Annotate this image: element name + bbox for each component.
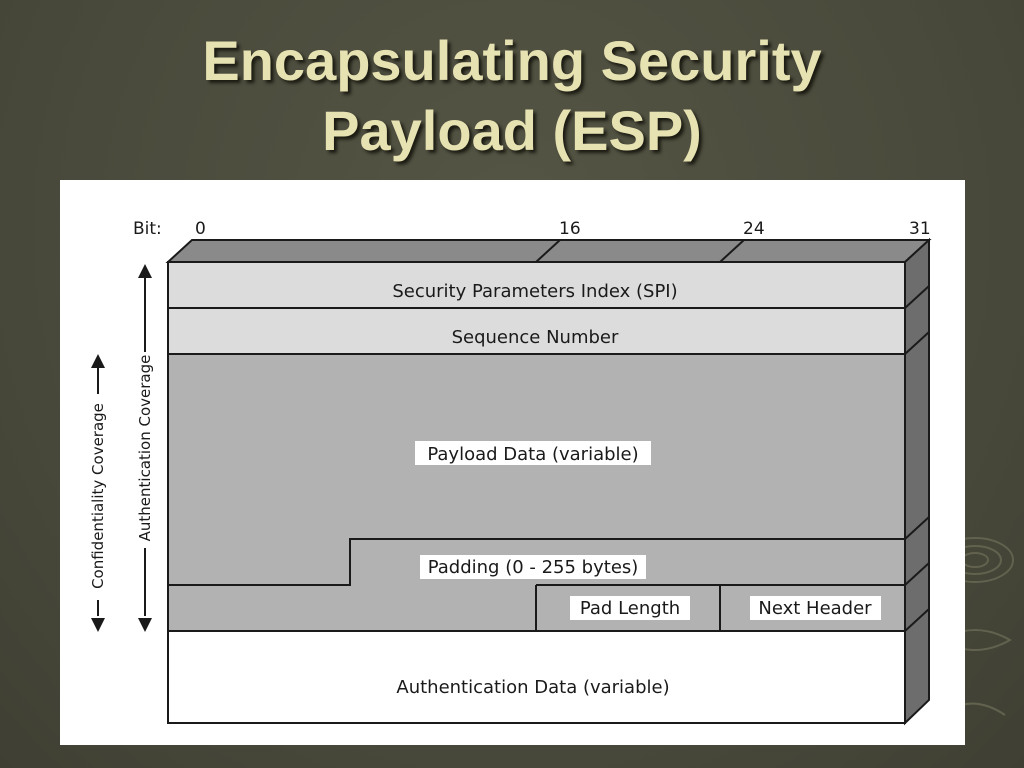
slide-title-line2: Payload (ESP)	[322, 99, 702, 162]
top-face-divider-16	[535, 239, 561, 263]
esp-diagram-panel: Bit: 0 16 24 31 Security Parameters Inde…	[60, 180, 965, 745]
confidentiality-coverage-arrow	[91, 354, 105, 632]
bit-tick-24: 24	[743, 219, 765, 239]
bit-tick-16: 16	[559, 219, 581, 239]
label-pad-length: Pad Length	[580, 598, 680, 619]
field-sequence-number	[167, 307, 906, 355]
label-box-payload	[415, 441, 651, 465]
authentication-coverage-arrow	[138, 264, 152, 632]
side-face-separators	[904, 285, 930, 632]
esp-packet-diagram: Bit: 0 16 24 31 Security Parameters Inde…	[89, 219, 932, 726]
payload-padding-boundary	[168, 538, 905, 586]
label-next-header: Next Header	[758, 598, 872, 619]
field-authentication-data	[167, 630, 906, 724]
label-confidentiality-coverage: Confidentiality Coverage	[89, 403, 107, 589]
label-sequence-number: Sequence Number	[452, 327, 619, 348]
top-face-divider-24	[719, 239, 745, 263]
slide-title-line1: Encapsulating Security	[202, 29, 822, 92]
bit-label: Bit:	[133, 219, 162, 239]
label-authentication-data: Authentication Data (variable)	[396, 677, 669, 698]
side-face	[904, 237, 930, 726]
label-box-next-header	[750, 596, 881, 620]
label-padding: Padding (0 - 255 bytes)	[428, 557, 639, 578]
field-spi	[167, 261, 906, 309]
label-payload: Payload Data (variable)	[427, 444, 638, 465]
label-box-padding	[420, 555, 646, 579]
bit-tick-0: 0	[195, 219, 206, 239]
label-spi: Security Parameters Index (SPI)	[392, 281, 677, 302]
label-box-pad-length	[570, 596, 690, 620]
label-authentication-coverage: Authentication Coverage	[136, 355, 154, 542]
bit-tick-31: 31	[909, 219, 931, 239]
